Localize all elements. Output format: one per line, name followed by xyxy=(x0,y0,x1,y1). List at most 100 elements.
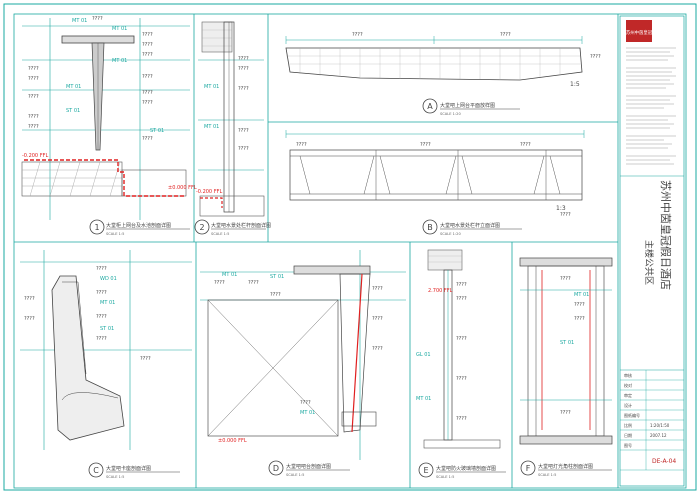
svg-text:2007.12: 2007.12 xyxy=(650,433,667,438)
svg-text:MT 01: MT 01 xyxy=(204,84,219,90)
svg-text:????: ???? xyxy=(142,100,153,106)
svg-text:ST 01: ST 01 xyxy=(270,274,284,280)
svg-text:????: ???? xyxy=(96,290,107,296)
svg-text:F: F xyxy=(526,464,531,473)
sheet-border xyxy=(3,3,697,491)
svg-text:????: ???? xyxy=(24,296,35,302)
svg-text:C: C xyxy=(93,466,99,475)
svg-text:????: ???? xyxy=(140,356,151,362)
svg-text:1: 1 xyxy=(94,223,99,232)
svg-text:MT 01: MT 01 xyxy=(222,272,237,278)
svg-text:????: ???? xyxy=(142,42,153,48)
svg-text:????: ???? xyxy=(456,296,467,302)
svg-text:????: ???? xyxy=(560,212,571,218)
svg-text:????: ???? xyxy=(214,280,225,286)
svg-text:????: ???? xyxy=(590,54,601,60)
svg-text:????: ???? xyxy=(142,136,153,142)
svg-text:MT 01: MT 01 xyxy=(100,300,115,306)
area-title: 主楼公共区 xyxy=(643,240,655,285)
svg-text:审定: 审定 xyxy=(624,392,632,398)
svg-text:????: ???? xyxy=(372,316,383,322)
detail-label-b: B 大堂吧水景处栏杆立面详图 SCALE 1:20 xyxy=(422,219,522,236)
svg-text:大堂柜上网台及水池剖面详图: 大堂柜上网台及水池剖面详图 xyxy=(106,222,171,229)
svg-text:????: ???? xyxy=(296,142,307,148)
level-ffl-200: -0.200 FFL xyxy=(22,153,48,159)
svg-text:????: ???? xyxy=(238,146,249,152)
detail-label-2: 2 大堂吧水景处栏杆剖面详图 SCALE 1:5 xyxy=(194,219,271,236)
svg-text:SCALE 1:20: SCALE 1:20 xyxy=(440,112,461,116)
svg-text:审核: 审核 xyxy=(624,372,632,378)
detail-2-drawing: ???? ???? ???? ???? ???? MT 01 MT 01 -0.… xyxy=(168,21,265,217)
svg-text:苏州中茵皇冠: 苏州中茵皇冠 xyxy=(626,29,653,36)
svg-text:SCALE 1:5: SCALE 1:5 xyxy=(211,232,229,236)
svg-text:????: ???? xyxy=(28,94,39,100)
svg-text:设计: 设计 xyxy=(624,402,632,408)
svg-text:-0.200 FFL: -0.200 FFL xyxy=(196,189,222,195)
detail-label-f: F 大堂吧灯光角柱剖面详图 SCALE 1:5 xyxy=(520,460,612,477)
svg-text:大堂吧卡座剖面详图: 大堂吧卡座剖面详图 xyxy=(106,465,151,472)
svg-text:1:3: 1:3 xyxy=(556,205,566,212)
svg-text:GL 01: GL 01 xyxy=(416,352,431,358)
drawing-number: DE-A-04 xyxy=(652,458,676,465)
svg-text:????: ???? xyxy=(28,66,39,72)
svg-text:????: ???? xyxy=(92,16,103,22)
detail-label-e: E 大堂吧防火玻璃墙剖面详图 SCALE 1:5 xyxy=(418,462,506,479)
svg-text:????: ???? xyxy=(96,314,107,320)
detail-label-d: D 大堂吧吧台剖面详图 SCALE 1:5 xyxy=(268,460,350,477)
svg-text:E: E xyxy=(423,466,428,475)
svg-text:1:20/1:50: 1:20/1:50 xyxy=(650,423,670,428)
svg-text:????: ???? xyxy=(96,336,107,342)
svg-text:????: ???? xyxy=(24,316,35,322)
svg-text:MT 01: MT 01 xyxy=(66,84,81,90)
svg-text:SCALE 1:20: SCALE 1:20 xyxy=(440,232,461,236)
svg-text:±0.000 FFL: ±0.000 FFL xyxy=(218,438,247,444)
svg-text:1:5: 1:5 xyxy=(570,81,580,88)
svg-text:????: ???? xyxy=(238,56,249,62)
svg-text:????: ???? xyxy=(28,76,39,82)
svg-text:ST 01: ST 01 xyxy=(150,128,164,134)
svg-text:MT 01: MT 01 xyxy=(72,18,87,24)
project-title: 苏州中茵皇冠假日酒店 xyxy=(659,180,673,290)
detail-a-drawing: ???? ???? ???? 1:5 xyxy=(285,32,601,88)
svg-text:????: ???? xyxy=(352,32,363,38)
svg-text:????: ???? xyxy=(456,376,467,382)
svg-text:MT 01: MT 01 xyxy=(112,26,127,32)
detail-b-drawing: ???? ???? ???? ???? 1:3 xyxy=(285,130,585,218)
detail-label-a: A 大堂吧上网台平面放样图 SCALE 1:20 xyxy=(422,98,520,116)
svg-text:WD 01: WD 01 xyxy=(100,276,117,282)
svg-text:MT 01: MT 01 xyxy=(574,292,589,298)
detail-label-1: 1 大堂柜上网台及水池剖面详图 SCALE 1:5 xyxy=(89,219,190,236)
svg-text:????: ???? xyxy=(96,266,107,272)
svg-text:SCALE 1:5: SCALE 1:5 xyxy=(106,232,124,236)
svg-text:大堂吧上网台平面放样图: 大堂吧上网台平面放样图 xyxy=(440,102,495,109)
svg-text:????: ???? xyxy=(238,66,249,72)
svg-text:ST 01: ST 01 xyxy=(560,340,574,346)
detail-1-drawing: ???? ???? ???? ???? ???? ???? ???? ???? … xyxy=(21,16,190,220)
svg-text:????: ???? xyxy=(456,336,467,342)
detail-e-drawing: ???? ???? ???? ???? ???? GL 01 MT 01 2.7… xyxy=(416,249,501,449)
svg-text:2: 2 xyxy=(199,223,204,232)
svg-text:????: ???? xyxy=(28,124,39,130)
svg-text:SCALE 1:5: SCALE 1:5 xyxy=(436,475,454,479)
title-block: 苏州中茵皇冠 苏州中茵皇冠假日酒店 主楼公共区 xyxy=(619,15,685,487)
panel-grid xyxy=(14,14,619,488)
svg-text:大堂吧水景处栏杆立面详图: 大堂吧水景处栏杆立面详图 xyxy=(440,222,500,229)
svg-text:????: ???? xyxy=(372,346,383,352)
svg-text:????: ???? xyxy=(560,410,571,416)
svg-text:MT 01: MT 01 xyxy=(112,58,127,64)
svg-text:大堂吧吧台剖面详图: 大堂吧吧台剖面详图 xyxy=(286,463,331,470)
svg-text:校对: 校对 xyxy=(624,382,632,388)
svg-text:大堂吧水景处栏杆剖面详图: 大堂吧水景处栏杆剖面详图 xyxy=(211,222,271,229)
svg-text:????: ???? xyxy=(238,86,249,92)
svg-text:????: ???? xyxy=(142,52,153,58)
svg-text:????: ???? xyxy=(270,292,281,298)
svg-text:????: ???? xyxy=(456,282,467,288)
svg-text:????: ???? xyxy=(142,32,153,38)
detail-f-drawing: ???? ???? ???? ???? MT 01 ST 01 xyxy=(519,257,613,445)
svg-text:????: ???? xyxy=(500,32,511,38)
svg-text:比例: 比例 xyxy=(624,422,632,428)
detail-d-drawing: ???? ???? ???? ???? ???? ???? ???? MT 01… xyxy=(200,250,406,460)
svg-text:????: ???? xyxy=(142,74,153,80)
svg-text:MT 01: MT 01 xyxy=(416,396,431,402)
